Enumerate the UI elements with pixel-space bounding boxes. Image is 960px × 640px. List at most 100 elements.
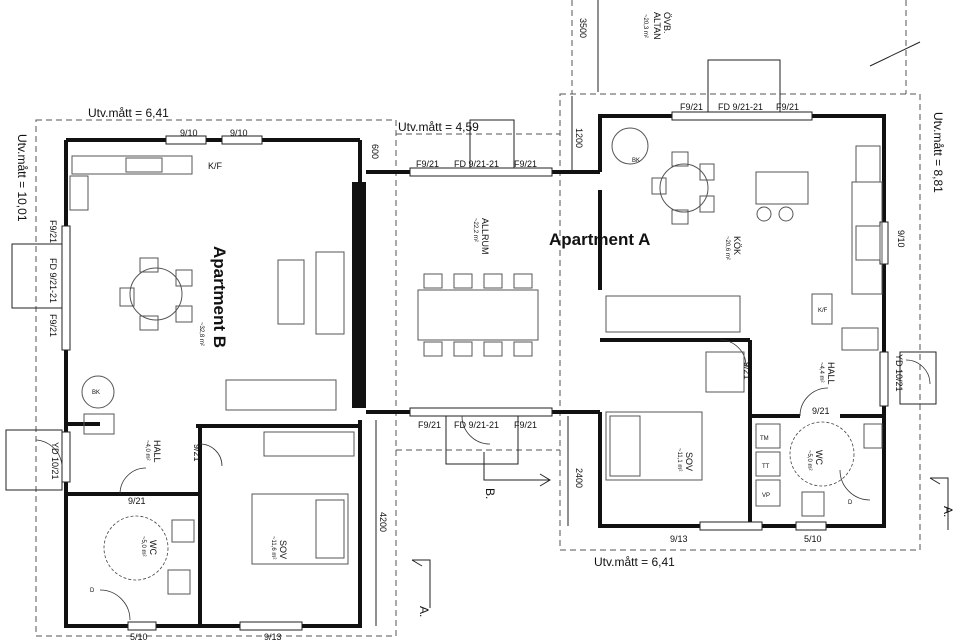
a-yd-door-swing xyxy=(905,359,931,385)
b-left-window-1: F9/21 xyxy=(48,220,58,243)
b-wall-shared-solid xyxy=(352,182,366,408)
b-wc-door: 9/21 xyxy=(128,496,146,506)
b-wc-turning-circle xyxy=(103,515,169,581)
b-chair-4 xyxy=(175,305,193,323)
section-a-bottom-line xyxy=(412,559,431,608)
a-tt-box xyxy=(755,451,781,477)
b-window-left xyxy=(61,225,71,351)
section-b-arrow xyxy=(539,473,551,487)
b-stoop-yd xyxy=(5,429,63,491)
utv-b-depth: Utv.mått = 10,01 xyxy=(15,134,29,222)
center-chair-4 xyxy=(513,273,533,289)
b-wc-d: D xyxy=(90,588,95,594)
dim-2400: 2400 xyxy=(574,468,584,488)
center-door-swing xyxy=(461,415,491,445)
apartment-b-boundary xyxy=(35,119,397,637)
utv-b-width: Utv.mått = 6,41 xyxy=(88,106,169,120)
b-door-yd xyxy=(61,431,71,483)
a-sov-door: 9/21 xyxy=(742,362,752,380)
center-window-top xyxy=(409,167,553,177)
center-chair-2 xyxy=(453,273,473,289)
room-hall-b-area: ~4,0 m² xyxy=(144,440,150,461)
section-a-right-line xyxy=(930,477,949,530)
a-window-bottom-right xyxy=(795,521,827,531)
room-sov-a-area: ~11,1 m² xyxy=(676,448,682,471)
section-b-line xyxy=(483,452,550,481)
a-top-f1: F9/21 xyxy=(680,102,703,112)
b-yd-door-swing xyxy=(35,439,63,467)
center-chair-3 xyxy=(483,273,503,289)
a-yd: YD 10/21 xyxy=(894,354,904,392)
a-kitchen-island xyxy=(755,171,809,205)
a-stool-2 xyxy=(778,206,794,222)
center-table xyxy=(417,289,539,341)
center-furniture xyxy=(417,273,539,357)
a-top-f2: F9/21 xyxy=(776,102,799,112)
a-sofa-bench xyxy=(605,295,741,333)
utv-center: Utv.mått = 4,59 xyxy=(398,120,479,134)
room-b-area: ~32,8 m² xyxy=(198,322,204,346)
a-vp-box xyxy=(755,479,781,507)
a-wc-turning-circle xyxy=(789,421,855,487)
a-right-910: 9/10 xyxy=(896,230,906,248)
a-kf: K/F xyxy=(818,308,828,314)
b-window-top-1 xyxy=(165,135,207,145)
a-wardrobe xyxy=(705,351,745,393)
altan-edge-right xyxy=(869,41,921,67)
b-top-opening-1: 9/10 xyxy=(180,128,198,138)
b-chair-5 xyxy=(139,315,159,331)
center-chair-5 xyxy=(423,341,443,357)
a-tt: TT xyxy=(762,464,770,470)
a-chair-3 xyxy=(651,177,667,195)
dim-600: 600 xyxy=(370,144,380,159)
b-left-fd: FD 9/21-21 xyxy=(48,258,58,303)
a-bottom-left: 9/13 xyxy=(670,534,688,544)
apartment-a-label: Apartment A xyxy=(549,230,650,249)
a-wc-toilet xyxy=(801,491,825,517)
apartment-a-furniture xyxy=(605,127,883,517)
b-wc-door-swing xyxy=(99,589,131,621)
a-chair-1 xyxy=(671,151,689,167)
utv-a-depth: Utv.mått = 8,81 xyxy=(931,112,945,193)
a-stool-1 xyxy=(756,206,772,222)
a-wc-basin xyxy=(863,423,883,449)
a-bed-pillows xyxy=(609,415,641,477)
room-allrum-area: ~22,2 m² xyxy=(472,218,478,242)
door-swings xyxy=(35,339,931,621)
room-hall-a: HALL xyxy=(826,362,836,385)
center-stoop-top xyxy=(469,119,515,169)
center-stoop xyxy=(445,415,519,465)
room-ovb: ÖVB. xyxy=(662,12,672,34)
center-chair-1 xyxy=(423,273,443,289)
section-a-bottom-label: A. xyxy=(417,606,431,617)
b-sofa xyxy=(315,251,345,335)
a-bed xyxy=(605,411,703,481)
a-wc-door-swing xyxy=(839,469,871,501)
room-hall-a-area: ~4,4 m² xyxy=(818,362,824,383)
b-wall-outer xyxy=(64,140,362,628)
apartment-b-label: Apartment B xyxy=(210,246,229,348)
room-kok-area: ~20,6 m² xyxy=(724,236,730,260)
b-bottom-left: 5/10 xyxy=(130,632,148,640)
room-wc-a: WC xyxy=(814,450,824,465)
apartment-b-furniture xyxy=(69,155,355,595)
center-chair-7 xyxy=(483,341,503,357)
section-a-bottom-arrow xyxy=(411,559,423,567)
room-allrum: ALLRUM xyxy=(480,218,490,255)
room-wc-b-area: ~5,0 m² xyxy=(140,536,146,557)
room-sov-b: SOV xyxy=(278,540,288,559)
a-stove xyxy=(855,145,881,183)
room-wc-a-area: ~5,0 m² xyxy=(806,450,812,471)
a-chair-2 xyxy=(699,163,715,181)
a-kitchen-counter xyxy=(851,181,883,295)
a-kf-box xyxy=(811,293,833,325)
a-bk: BK xyxy=(632,158,640,164)
room-altan-area: ~20,3 m² xyxy=(642,14,648,38)
center-top-fd: FD 9/21-21 xyxy=(454,159,499,169)
room-hall-b: HALL xyxy=(152,440,162,463)
b-sink xyxy=(125,157,163,173)
apartment-a-boundary xyxy=(559,93,921,551)
a-top-fd: FD 9/21-21 xyxy=(718,102,763,112)
dim-1200: 1200 xyxy=(574,128,584,148)
apartment-b-walls xyxy=(64,138,366,628)
